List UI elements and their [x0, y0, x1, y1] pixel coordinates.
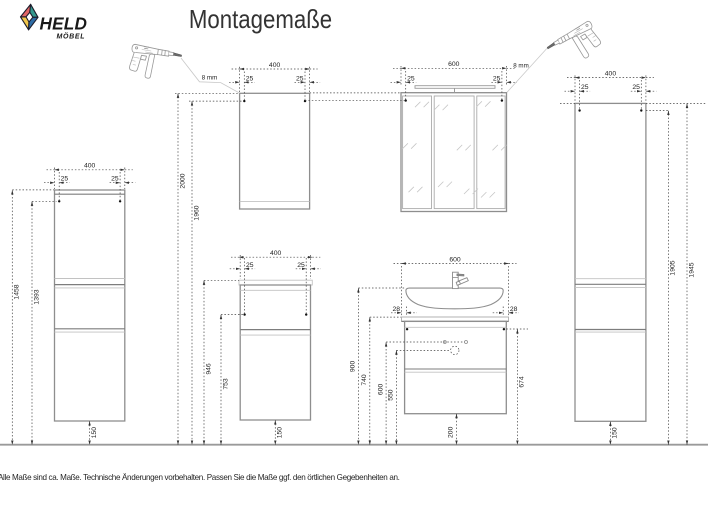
- svg-text:400: 400: [84, 163, 96, 170]
- svg-text:600: 600: [449, 256, 461, 263]
- svg-text:25: 25: [111, 176, 119, 183]
- svg-text:1458: 1458: [14, 284, 21, 299]
- svg-text:600: 600: [448, 61, 460, 68]
- svg-text:1905: 1905: [670, 260, 677, 275]
- svg-text:2000: 2000: [179, 173, 186, 188]
- svg-text:900: 900: [350, 361, 357, 373]
- svg-text:1960: 1960: [193, 205, 200, 220]
- svg-text:HELD: HELD: [40, 13, 88, 33]
- svg-text:600: 600: [377, 384, 384, 396]
- svg-text:150: 150: [277, 427, 284, 439]
- svg-text:28: 28: [393, 306, 401, 313]
- svg-text:25: 25: [407, 75, 415, 82]
- svg-text:400: 400: [605, 70, 617, 77]
- svg-text:674: 674: [519, 376, 526, 388]
- svg-text:28: 28: [510, 306, 518, 313]
- svg-text:8 mm: 8 mm: [513, 62, 528, 69]
- svg-text:25: 25: [246, 75, 254, 82]
- svg-text:25: 25: [297, 262, 305, 269]
- svg-text:Montagemaße: Montagemaße: [189, 5, 332, 34]
- svg-text:25: 25: [581, 84, 589, 91]
- svg-text:25: 25: [61, 176, 69, 183]
- svg-text:25: 25: [493, 75, 501, 82]
- svg-text:25: 25: [296, 75, 304, 82]
- svg-text:25: 25: [246, 262, 254, 269]
- svg-text:MÖBEL: MÖBEL: [57, 31, 86, 40]
- svg-text:753: 753: [222, 378, 229, 390]
- svg-text:400: 400: [269, 62, 281, 69]
- svg-text:8 mm: 8 mm: [202, 74, 217, 81]
- svg-text:400: 400: [270, 250, 282, 257]
- svg-text:Alle Maße sind ca. Maße. Techn: Alle Maße sind ca. Maße. Technische Ände…: [0, 473, 400, 482]
- svg-text:1393: 1393: [33, 289, 40, 304]
- svg-text:25: 25: [632, 84, 640, 91]
- svg-text:150: 150: [612, 427, 619, 439]
- svg-text:550: 550: [388, 389, 395, 401]
- svg-text:1945: 1945: [688, 262, 695, 277]
- svg-text:200: 200: [448, 426, 455, 438]
- svg-text:740: 740: [361, 374, 368, 386]
- svg-text:150: 150: [91, 427, 98, 439]
- svg-text:946: 946: [205, 363, 212, 375]
